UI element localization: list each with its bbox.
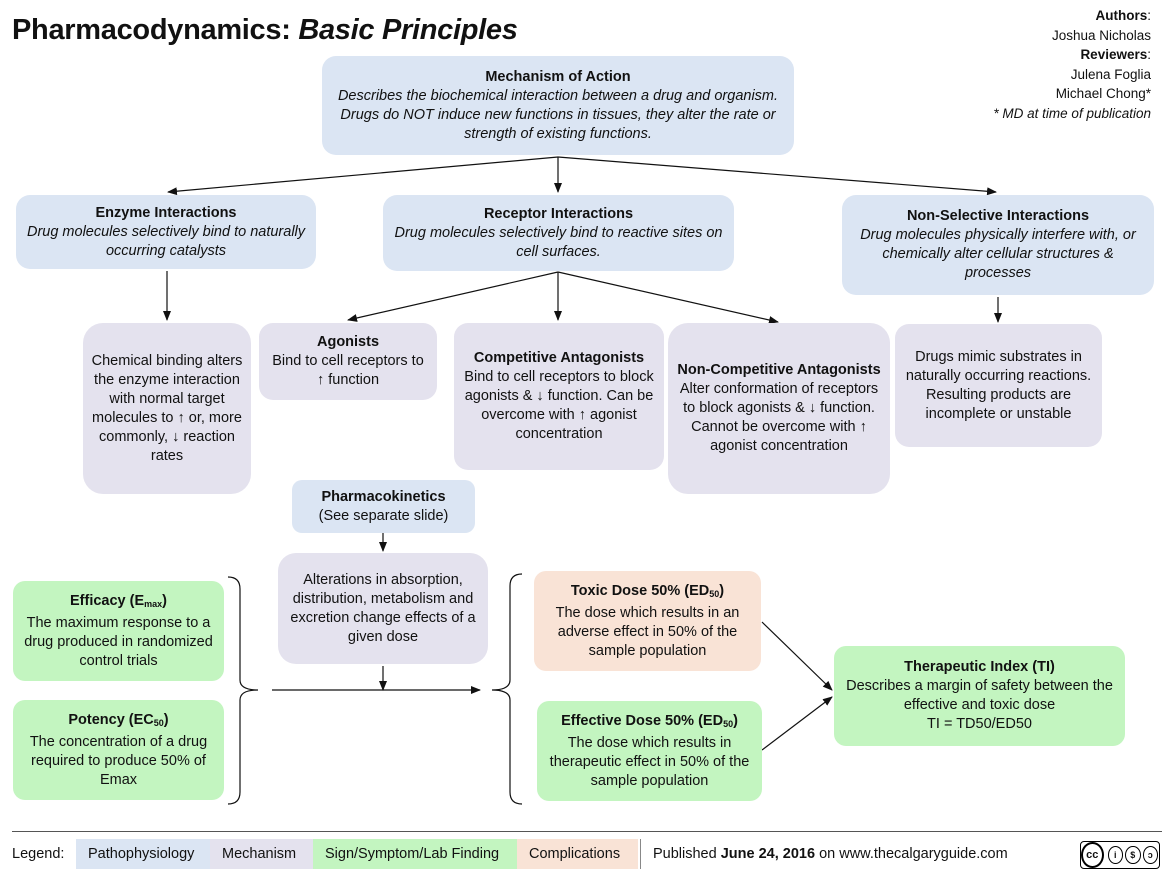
nonselective-effect-text: Drugs mimic substrates in naturally occu…	[905, 348, 1092, 422]
legend-complications: Complications	[517, 839, 638, 869]
receptor-text: Drug molecules selectively bind to react…	[394, 224, 723, 260]
therapeutic-index-text: Describes a margin of safety between the…	[846, 678, 1113, 713]
competitive-title: Competitive Antagonists	[473, 350, 645, 366]
bracket-right	[491, 573, 523, 805]
mechanism-title: Mechanism of Action	[485, 68, 631, 85]
legend-mechanism: Mechanism	[210, 839, 313, 869]
legend-pathophysiology: Pathophysiology	[76, 839, 210, 869]
pharmacokinetics-title: Pharmacokinetics	[321, 488, 446, 505]
enzyme-title: Enzyme Interactions	[95, 204, 237, 221]
arrow-effective-ti	[761, 696, 833, 751]
legend-sign-symptom: Sign/Symptom/Lab Finding	[313, 839, 517, 869]
nonselective-interactions-box: Non-Selective Interactions Drug molecule…	[842, 195, 1154, 295]
nonselective-title: Non-Selective Interactions	[906, 208, 1090, 224]
effective-dose-text: The dose which results in therapeutic ef…	[549, 734, 750, 789]
receptor-title: Receptor Interactions	[483, 205, 634, 222]
receptor-interactions-box: Receptor Interactions Drug molecules sel…	[383, 195, 734, 271]
enzyme-effect-text: Chemical binding alters the enzyme inter…	[91, 352, 243, 464]
efficacy-box: Efficacy (Emax) The maximum response to …	[13, 581, 224, 681]
legend-label: Legend:	[12, 846, 65, 862]
agonists-box: Agonists Bind to cell receptors to ↑ fun…	[259, 323, 437, 400]
bracket-left	[227, 576, 259, 805]
effective-dose-box: Effective Dose 50% (ED50) The dose which…	[537, 701, 762, 801]
agonists-text: Bind to cell receptors to ↑ function	[272, 353, 424, 388]
nonselective-text: Drug molecules physically interfere with…	[860, 227, 1136, 281]
pharmacokinetics-effect-text: Alterations in absorption, distribution,…	[290, 571, 476, 645]
potency-title: Potency (EC50)	[68, 711, 169, 728]
therapeutic-index-box: Therapeutic Index (TI) Describes a margi…	[834, 646, 1125, 746]
therapeutic-index-title: Therapeutic Index (TI)	[904, 659, 1055, 675]
mechanism-text: Describes the biochemical interaction be…	[337, 87, 779, 142]
competitive-text: Bind to cell receptors to block agonists…	[464, 369, 654, 442]
effective-dose-title: Effective Dose 50% (ED50)	[561, 712, 738, 729]
toxic-dose-text: The dose which results in an adverse eff…	[555, 604, 740, 659]
potency-text: The concentration of a drug required to …	[29, 733, 208, 788]
pharmacokinetics-effect-box: Alterations in absorption, distribution,…	[278, 553, 488, 664]
legend-separator	[640, 839, 641, 869]
efficacy-text: The maximum response to a drug produced …	[24, 614, 213, 669]
published-info: Published June 24, 2016 on www.thecalgar…	[653, 846, 1008, 862]
arrow-moa-nonselective	[557, 156, 997, 196]
arrow-receptor-agonists	[347, 271, 559, 322]
enzyme-effect-box: Chemical binding alters the enzyme inter…	[83, 323, 251, 494]
toxic-dose-title: Toxic Dose 50% (ED50)	[570, 582, 725, 599]
toxic-dose-box: Toxic Dose 50% (ED50) The dose which res…	[534, 571, 761, 671]
agonists-title: Agonists	[316, 334, 380, 350]
efficacy-title: Efficacy (Emax)	[69, 592, 167, 609]
arrow-toxic-ti	[761, 621, 833, 691]
noncompetitive-antagonists-box: Non-Competitive Antagonists Alter confor…	[668, 323, 890, 494]
arrow-moa-enzyme	[167, 156, 559, 196]
nonselective-effect-box: Drugs mimic substrates in naturally occu…	[895, 324, 1102, 447]
noncompetitive-text: Alter conformation of receptors to block…	[679, 381, 879, 454]
mechanism-of-action-box: Mechanism of Action Describes the bioche…	[322, 56, 794, 155]
arrow-receptor-noncompetitive	[557, 271, 779, 324]
pharmacokinetics-box: Pharmacokinetics (See separate slide)	[292, 480, 475, 533]
page-title: Pharmacodynamics: Basic Principles	[12, 14, 518, 46]
authors-block: Authors: Joshua Nicholas Reviewers: Jule…	[993, 8, 1151, 121]
therapeutic-index-formula: TI = TD50/ED50	[927, 716, 1032, 732]
competitive-antagonists-box: Competitive Antagonists Bind to cell rec…	[454, 323, 664, 470]
potency-box: Potency (EC50) The concentration of a dr…	[13, 700, 224, 800]
enzyme-interactions-box: Enzyme Interactions Drug molecules selec…	[16, 195, 316, 269]
noncompetitive-title: Non-Competitive Antagonists	[677, 362, 881, 378]
pharmacokinetics-text: (See separate slide)	[318, 507, 449, 524]
enzyme-text: Drug molecules selectively bind to natur…	[26, 223, 306, 259]
legend-divider	[12, 831, 1162, 832]
